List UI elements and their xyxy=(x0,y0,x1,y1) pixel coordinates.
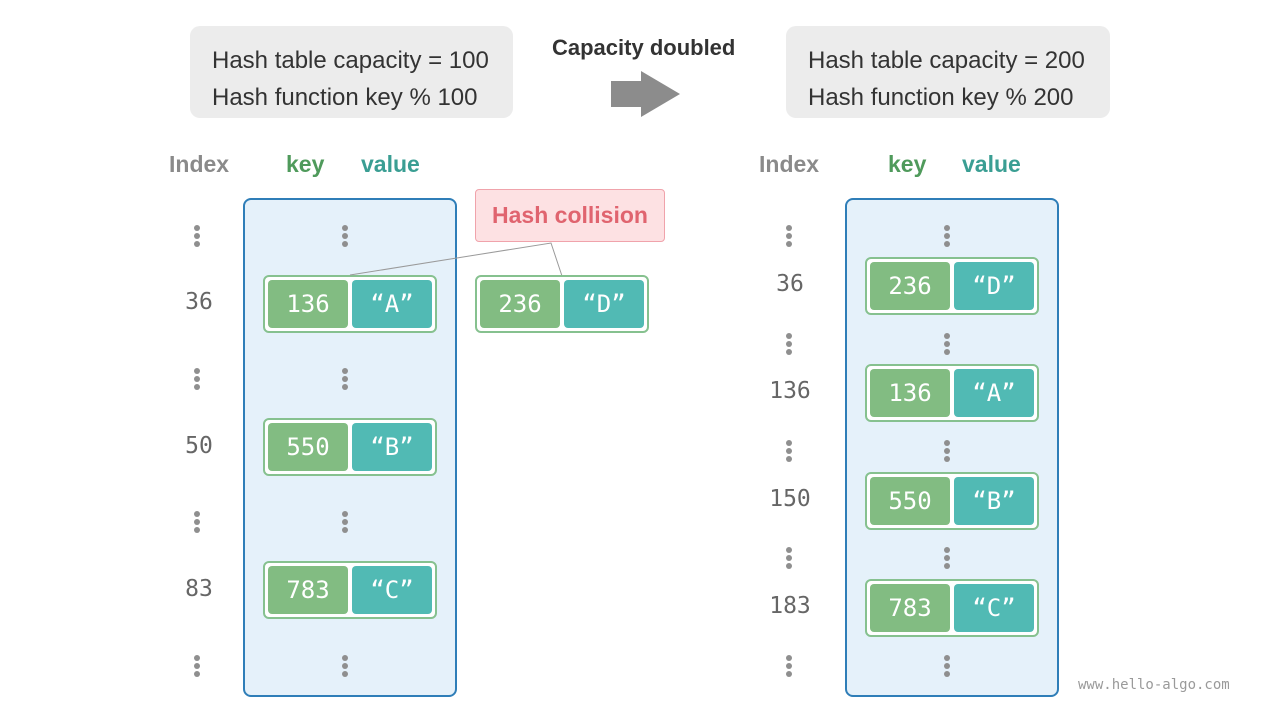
entry-value: “A” xyxy=(954,369,1034,417)
entry-key: 550 xyxy=(870,477,950,525)
right-entry-pair: 783 “C” xyxy=(865,579,1039,637)
entry-value: “B” xyxy=(954,477,1034,525)
right-ellipsis-icon xyxy=(786,655,792,677)
hash-collision-label: Hash collision xyxy=(475,189,665,242)
right-capacity-text: Hash table capacity = 200 xyxy=(808,47,1085,74)
left-bucket-ellipsis-icon xyxy=(342,225,348,247)
left-info-box: Hash table capacity = 100 Hash function … xyxy=(190,26,513,118)
right-info-box: Hash table capacity = 200 Hash function … xyxy=(786,26,1110,118)
left-bucket-ellipsis-icon xyxy=(342,655,348,677)
right-index-label: 150 xyxy=(769,486,811,512)
entry-key: 783 xyxy=(268,566,348,614)
left-ellipsis-icon xyxy=(194,225,200,247)
right-entry-pair: 136 “A” xyxy=(865,364,1039,422)
left-value-header: value xyxy=(361,151,420,177)
left-ellipsis-icon xyxy=(194,655,200,677)
entry-value: “A” xyxy=(352,280,432,328)
right-bucket-ellipsis-icon xyxy=(944,655,950,677)
right-bucket-ellipsis-icon xyxy=(944,440,950,462)
right-bucket-ellipsis-icon xyxy=(944,333,950,355)
right-bucket-ellipsis-icon xyxy=(944,225,950,247)
left-entry-pair: 783 “C” xyxy=(263,561,437,619)
entry-value: “D” xyxy=(564,280,644,328)
capacity-doubled-label: Capacity doubled xyxy=(552,35,736,60)
right-index-header: Index xyxy=(759,151,820,177)
right-index-label: 36 xyxy=(776,271,804,297)
left-index-label: 50 xyxy=(185,433,213,459)
left-entry-pair: 136 “A” xyxy=(263,275,437,333)
entry-value: “D” xyxy=(954,262,1034,310)
left-index-label: 83 xyxy=(185,576,213,602)
left-bucket-ellipsis-icon xyxy=(342,368,348,390)
entry-key: 236 xyxy=(480,280,560,328)
right-index-label: 136 xyxy=(769,378,811,404)
left-bucket-ellipsis-icon xyxy=(342,511,348,533)
entry-value: “C” xyxy=(954,584,1034,632)
watermark: www.hello-algo.com xyxy=(1078,677,1230,693)
left-key-header: key xyxy=(286,151,325,177)
right-hash-function-text: Hash function key % 200 xyxy=(808,84,1074,111)
entry-key: 783 xyxy=(870,584,950,632)
left-ellipsis-icon xyxy=(194,368,200,390)
right-ellipsis-icon xyxy=(786,547,792,569)
right-ellipsis-icon xyxy=(786,440,792,462)
right-index-label: 183 xyxy=(769,593,811,619)
right-value-header: value xyxy=(962,151,1021,177)
entry-key: 136 xyxy=(870,369,950,417)
right-bucket-ellipsis-icon xyxy=(944,547,950,569)
left-entry-pair: 550 “B” xyxy=(263,418,437,476)
entry-key: 236 xyxy=(870,262,950,310)
right-key-header: key xyxy=(888,151,927,177)
entry-key: 550 xyxy=(268,423,348,471)
right-entry-pair: 236 “D” xyxy=(865,257,1039,315)
left-capacity-text: Hash table capacity = 100 xyxy=(212,47,489,74)
collision-entry-pair: 236 “D” xyxy=(475,275,649,333)
left-hash-function-text: Hash function key % 100 xyxy=(212,84,478,111)
entry-value: “C” xyxy=(352,566,432,614)
right-ellipsis-icon xyxy=(786,225,792,247)
right-ellipsis-icon xyxy=(786,333,792,355)
left-index-label: 36 xyxy=(185,289,213,315)
left-ellipsis-icon xyxy=(194,511,200,533)
entry-key: 136 xyxy=(268,280,348,328)
right-entry-pair: 550 “B” xyxy=(865,472,1039,530)
left-index-header: Index xyxy=(169,151,230,177)
entry-value: “B” xyxy=(352,423,432,471)
right-arrow-icon xyxy=(611,71,680,117)
